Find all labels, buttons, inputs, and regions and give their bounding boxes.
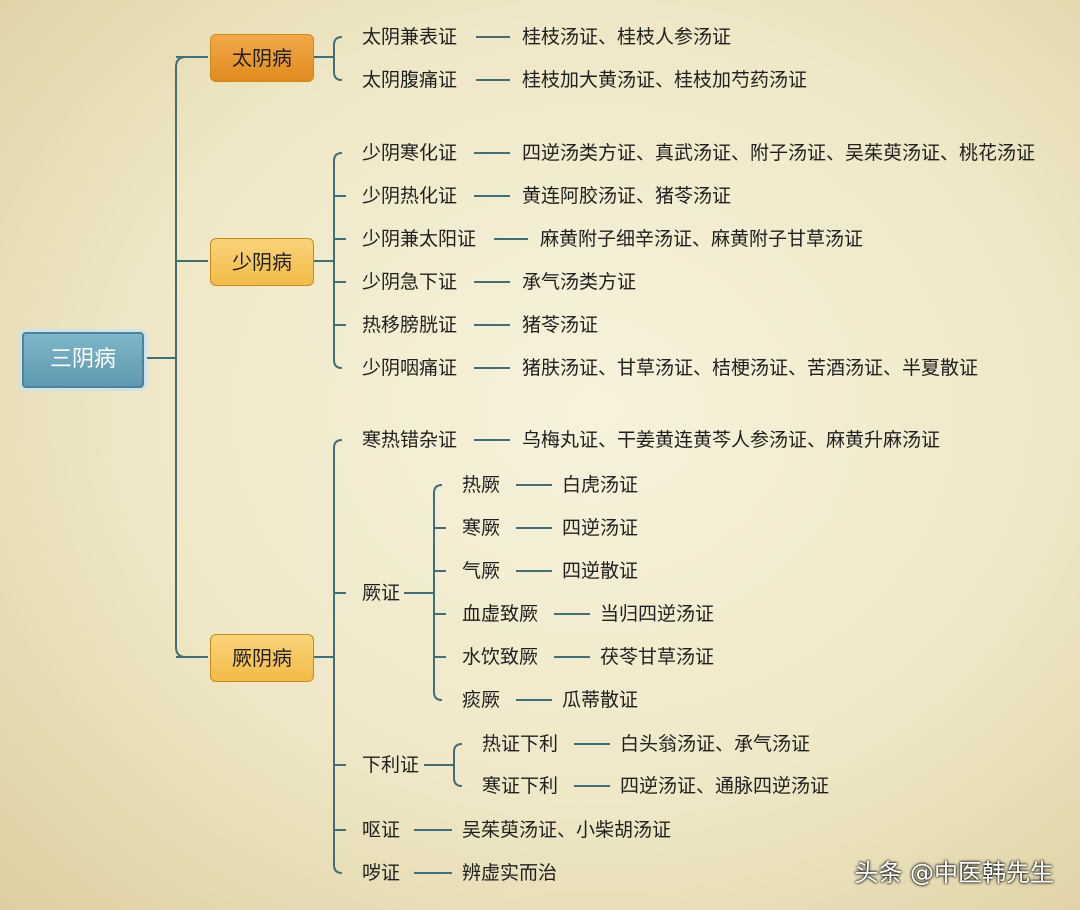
formula-list: 白虎汤证 — [562, 474, 639, 496]
sub-syndrome-name: 热厥 — [462, 474, 501, 496]
sub-syndrome-name: 热证下利 — [482, 733, 559, 755]
formula-list: 白头翁汤证、承气汤证 — [620, 733, 811, 755]
group-shaoyin: 少阴病 — [210, 238, 314, 286]
connector-line — [453, 743, 463, 787]
formula-list: 吴茱萸汤证、小柴胡汤证 — [462, 819, 672, 841]
connector-line — [175, 56, 187, 658]
syndrome-name: 下利证 — [362, 754, 420, 776]
formula-list: 瓜蒂散证 — [562, 689, 639, 711]
syndrome-name: 少阴兼太阳证 — [362, 228, 477, 250]
syndrome-name: 太阴腹痛证 — [362, 69, 458, 91]
syndrome-name: 少阴热化证 — [362, 185, 458, 207]
sub-syndrome-name: 气厥 — [462, 560, 501, 582]
formula-list: 当归四逆汤证 — [600, 603, 715, 625]
watermark: 头条 @中医韩先生 — [854, 859, 1054, 887]
formula-list: 猪肤汤证、甘草汤证、桔梗汤证、苦酒汤证、半夏散证 — [522, 357, 979, 379]
syndrome-name: 少阴咽痛证 — [362, 357, 458, 379]
connector-line — [433, 484, 443, 701]
formula-list: 承气汤类方证 — [522, 271, 637, 293]
group-taiyin: 太阴病 — [210, 34, 314, 82]
connector-line — [333, 439, 343, 874]
formula-list: 桂枝汤证、桂枝人参汤证 — [522, 26, 732, 48]
formula-list: 四逆汤证、通脉四逆汤证 — [620, 775, 830, 797]
sub-syndrome-name: 血虚致厥 — [462, 603, 539, 625]
sub-syndrome-name: 痰厥 — [462, 689, 501, 711]
sub-syndrome-name: 寒证下利 — [482, 775, 559, 797]
sub-syndrome-name: 寒厥 — [462, 517, 501, 539]
formula-list: 辨虚实而治 — [462, 862, 558, 884]
group-jueyin: 厥阴病 — [210, 634, 314, 682]
formula-list: 桂枝加大黄汤证、桂枝加芍药汤证 — [522, 69, 808, 91]
root-node: 三阴病 — [22, 332, 144, 388]
formula-list: 茯苓甘草汤证 — [600, 646, 715, 668]
formula-list: 猪苓汤证 — [522, 314, 599, 336]
formula-list: 四逆汤证 — [562, 517, 639, 539]
syndrome-name: 寒热错杂证 — [362, 429, 458, 451]
connector-line — [333, 152, 343, 369]
formula-list: 乌梅丸证、干姜黄连黄芩人参汤证、麻黄升麻汤证 — [522, 429, 941, 451]
formula-list: 四逆散证 — [562, 560, 639, 582]
connector-line — [333, 36, 343, 81]
syndrome-name: 少阴急下证 — [362, 271, 458, 293]
syndrome-name: 呕证 — [362, 819, 401, 841]
sub-syndrome-name: 水饮致厥 — [462, 646, 539, 668]
syndrome-name: 太阴兼表证 — [362, 26, 458, 48]
syndrome-name: 厥证 — [362, 582, 401, 604]
syndrome-name: 热移膀胱证 — [362, 314, 458, 336]
syndrome-name: 少阴寒化证 — [362, 142, 458, 164]
formula-list: 四逆汤类方证、真武汤证、附子汤证、吴茱萸汤证、桃花汤证 — [522, 142, 1036, 164]
formula-list: 麻黄附子细辛汤证、麻黄附子甘草汤证 — [540, 228, 864, 250]
formula-list: 黄连阿胶汤证、猪苓汤证 — [522, 185, 732, 207]
syndrome-name: 哕证 — [362, 862, 401, 884]
